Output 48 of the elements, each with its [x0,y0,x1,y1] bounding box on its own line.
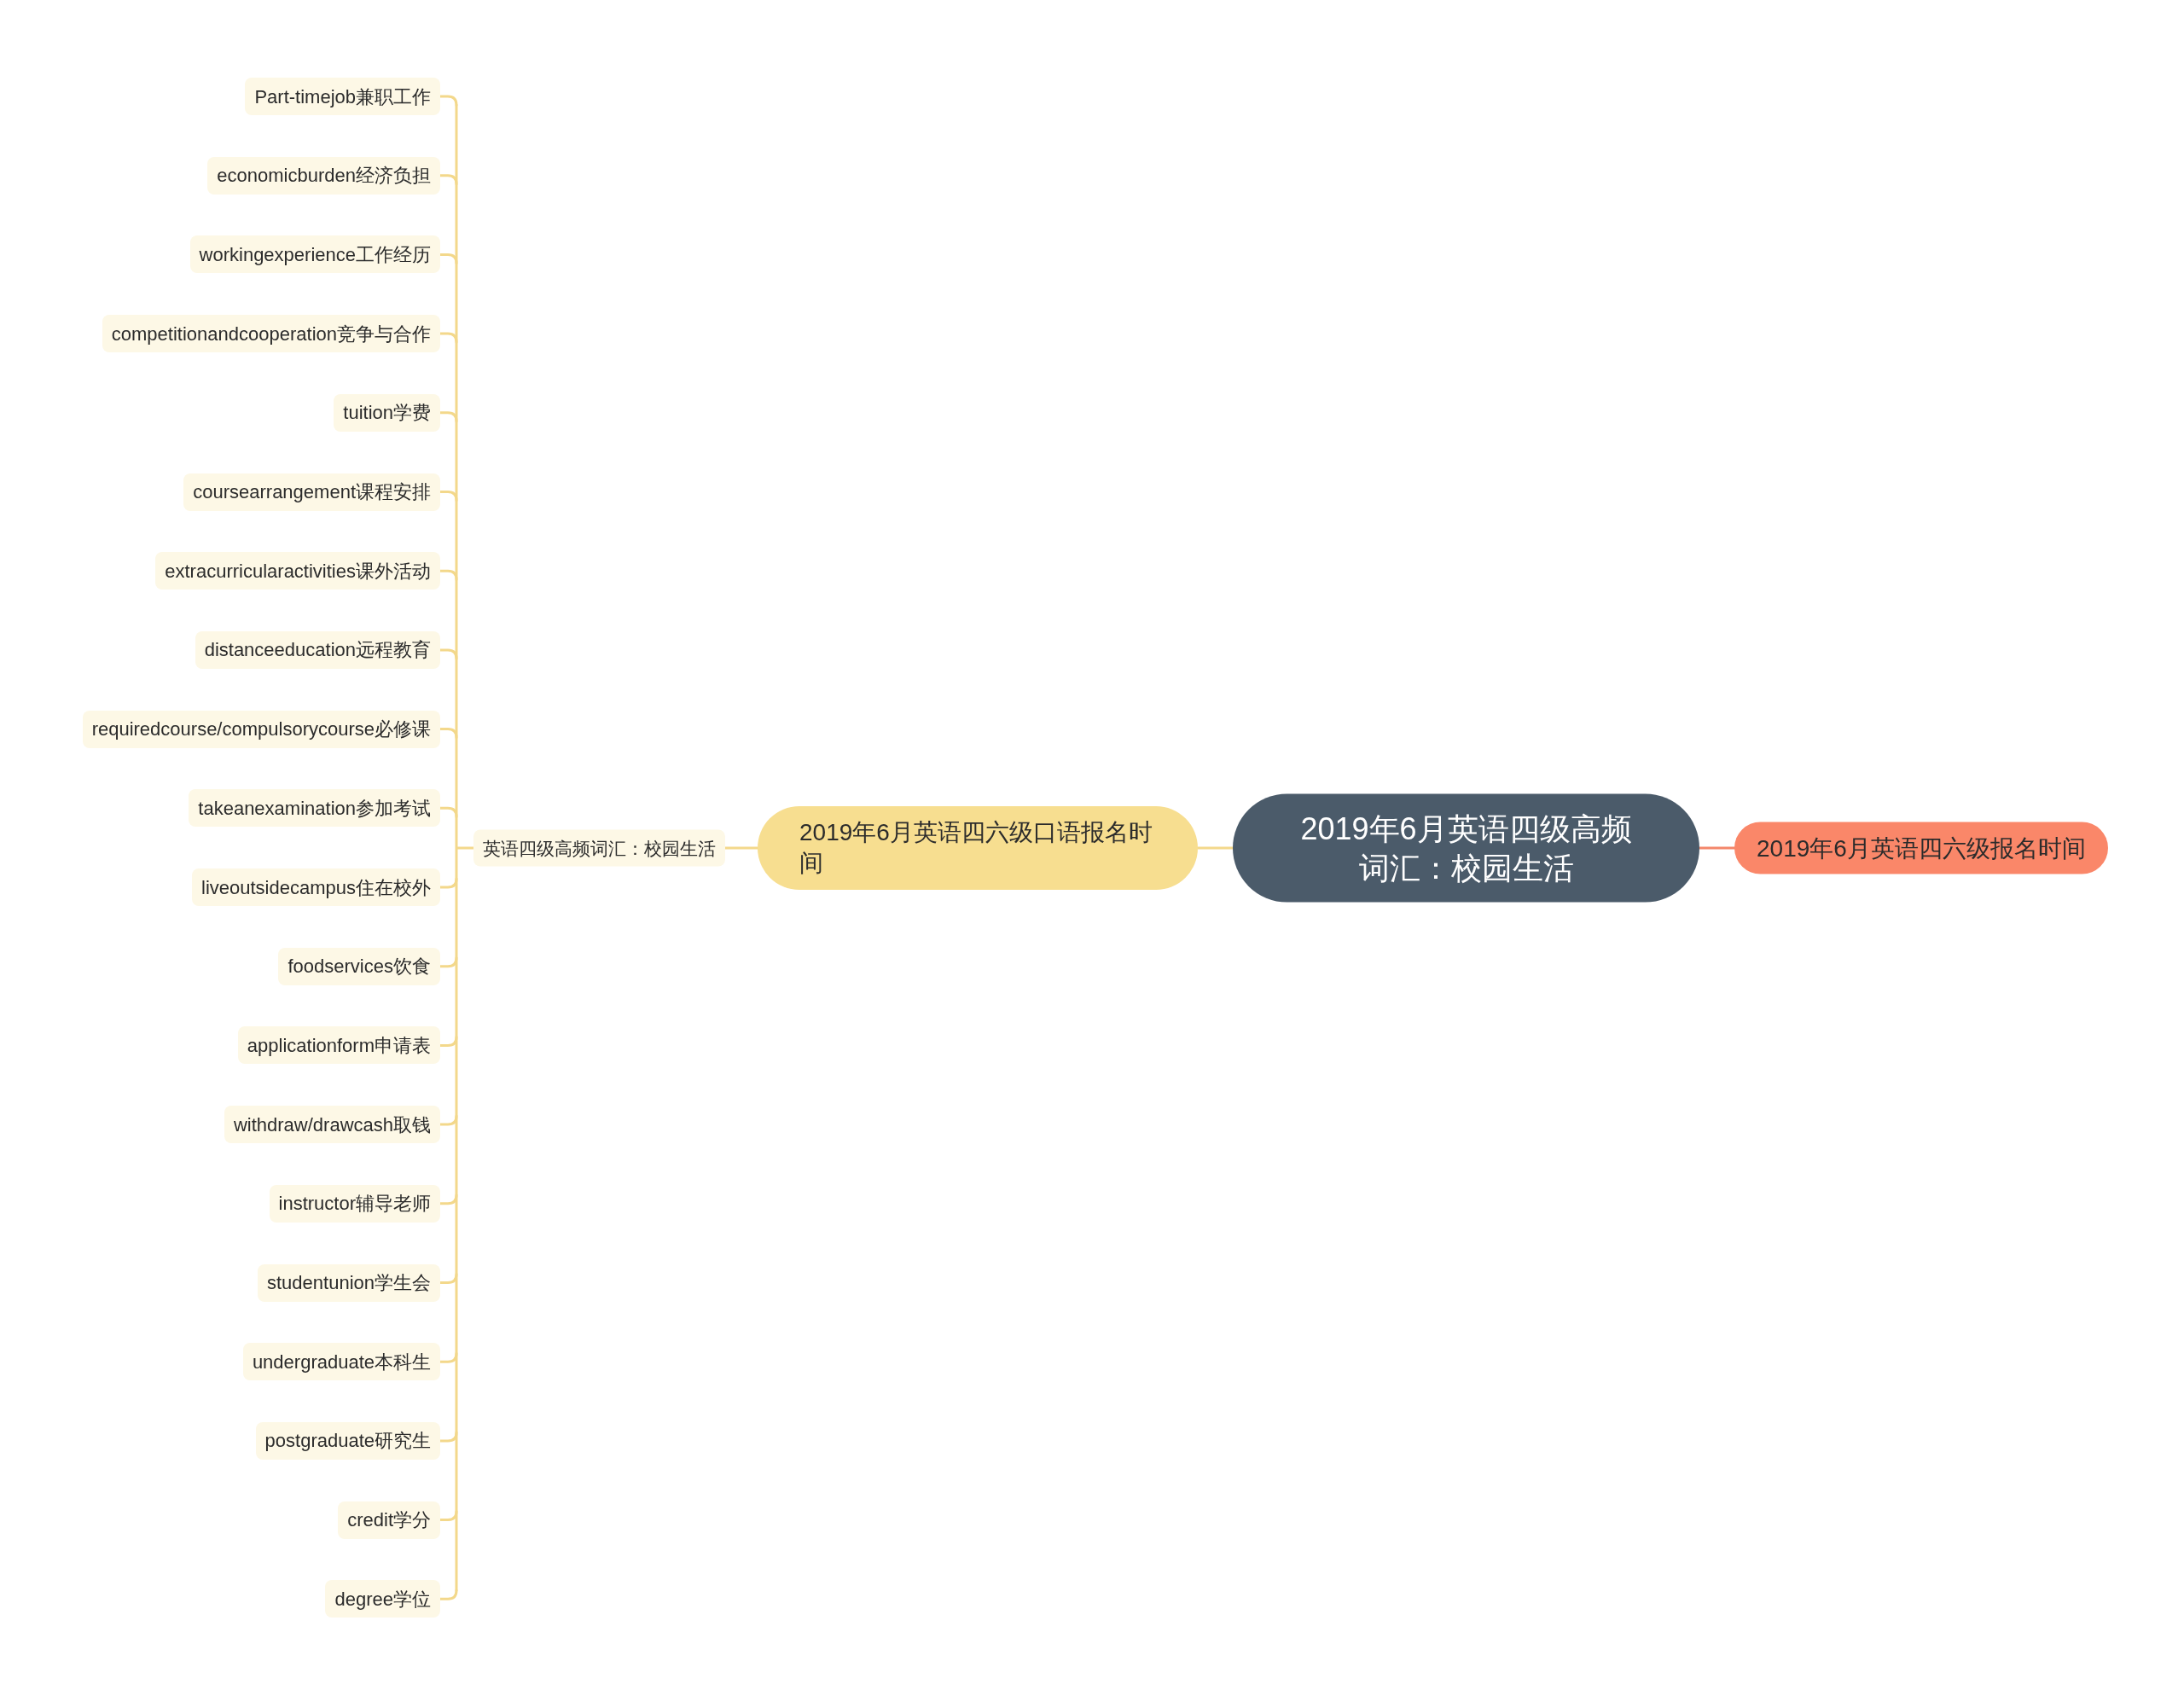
subtopic-node: 英语四级高频词汇：校园生活 [473,829,725,867]
leaf-topic-node: economicburden经济负担 [207,156,440,195]
connector-branch [439,411,458,423]
central-topic-node: 2019年6月英语四级高频词汇：校园生活 [1233,793,1699,903]
leaf-topic-node: competitionandcooperation竞争与合作 [102,315,440,353]
leaf-topic-node: credit学分 [338,1501,440,1539]
connector-branch [439,956,458,968]
connector-branch [439,1114,458,1126]
leaf-topic-node: degree学位 [325,1580,440,1618]
connector-branch [439,648,458,660]
leaf-topic-node: Part-timejob兼职工作 [245,78,440,115]
leaf-topic-node: postgraduate研究生 [255,1421,440,1460]
connector-branch [439,1510,458,1522]
connector-branch [439,1431,458,1443]
connector-branch [439,332,458,344]
connector-line [1196,846,1234,850]
connector-trunk [455,103,475,1592]
leaf-topic-node: tuition学费 [334,393,440,432]
leaf-topic-node: applicationform申请表 [237,1026,440,1065]
connector-branch [439,806,458,818]
leaf-topic-node: withdraw/drawcash取钱 [224,1106,440,1144]
leaf-topic-node: coursearrangement课程安排 [183,473,440,511]
connector-branch [439,1194,458,1205]
connector-branch [439,1589,458,1600]
leaf-topic-node: liveoutsidecampus住在校外 [192,868,440,906]
connector-branch [439,1273,458,1284]
leaf-topic-node: undergraduate本科生 [242,1343,440,1381]
connector-branch [439,569,458,581]
connector-branch [439,95,458,107]
leaf-topic-node: requiredcourse/compulsorycourse必修课 [82,710,440,748]
leaf-topic-node: foodservices饮食 [278,947,440,985]
connector-branch [439,1035,458,1047]
connector-branch [439,1351,458,1363]
leaf-topic-node: distanceeducation远程教育 [195,630,440,669]
leaf-topic-node: instructor辅导老师 [269,1184,440,1223]
leaf-topic-node: studentunion学生会 [258,1263,440,1302]
leaf-topic-node: takeanexamination参加考试 [189,789,440,828]
connector-line [1698,846,1736,850]
leaf-topic-node: workingexperience工作经历 [189,235,440,274]
connector-line [723,846,759,850]
branch-topic-node: 2019年6月英语四六级报名时间 [1734,822,2108,874]
connector-branch [439,728,458,740]
connector-branch [439,877,458,889]
connector-branch [439,253,458,264]
connector-branch [439,491,458,502]
branch-topic-node: 2019年6月英语四六级口语报名时间 [758,806,1198,890]
connector-branch [439,174,458,186]
leaf-topic-node: extracurricularactivities课外活动 [155,552,440,590]
